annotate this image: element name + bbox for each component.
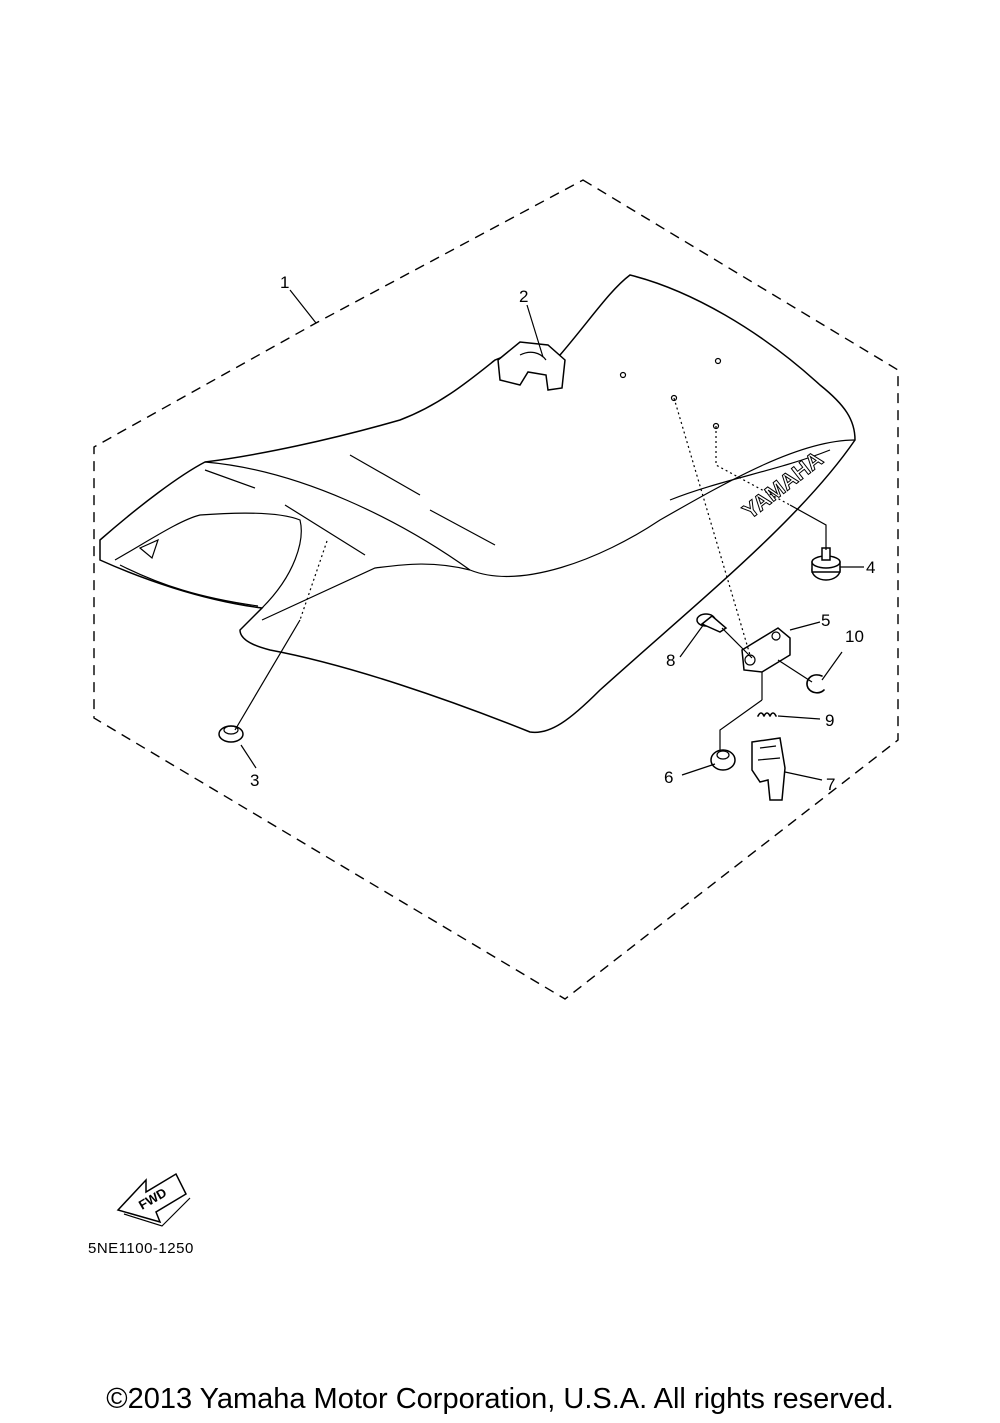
- damper-part-4[interactable]: [811, 547, 841, 581]
- seat-outline: [99, 274, 856, 734]
- callout-5: 5: [821, 611, 830, 630]
- leader-lines: [234, 289, 864, 781]
- callout-6: 6: [664, 768, 673, 787]
- forward-arrow-icon: FWD: [116, 1172, 191, 1227]
- latch-part-7[interactable]: [751, 737, 786, 801]
- callout-8: 8: [666, 651, 675, 670]
- pin-part-8[interactable]: [696, 613, 728, 633]
- diagram-code: 5NE1100-1250: [88, 1240, 194, 1257]
- callout-1: 1: [280, 273, 289, 292]
- clip-part-10[interactable]: [806, 674, 825, 694]
- seat-assembly[interactable]: [99, 274, 856, 734]
- callout-3: 3: [250, 771, 259, 790]
- spring-part-9[interactable]: [757, 712, 777, 717]
- callout-2: 2: [519, 287, 528, 306]
- callout-10: 10: [845, 627, 864, 646]
- callout-4: 4: [866, 558, 875, 577]
- assembly-frame: [93, 179, 899, 1000]
- callout-7: 7: [826, 775, 835, 794]
- copyright-notice: ©2013 Yamaha Motor Corporation, U.S.A. A…: [106, 1383, 894, 1415]
- grommet-part-3[interactable]: [218, 725, 244, 743]
- grommet-part-6[interactable]: [710, 749, 736, 771]
- callout-9: 9: [825, 711, 834, 730]
- bracket-part-5[interactable]: [741, 627, 791, 673]
- callout-labels: 1 2 3 4 5 6 7 8 9 10: [250, 273, 875, 794]
